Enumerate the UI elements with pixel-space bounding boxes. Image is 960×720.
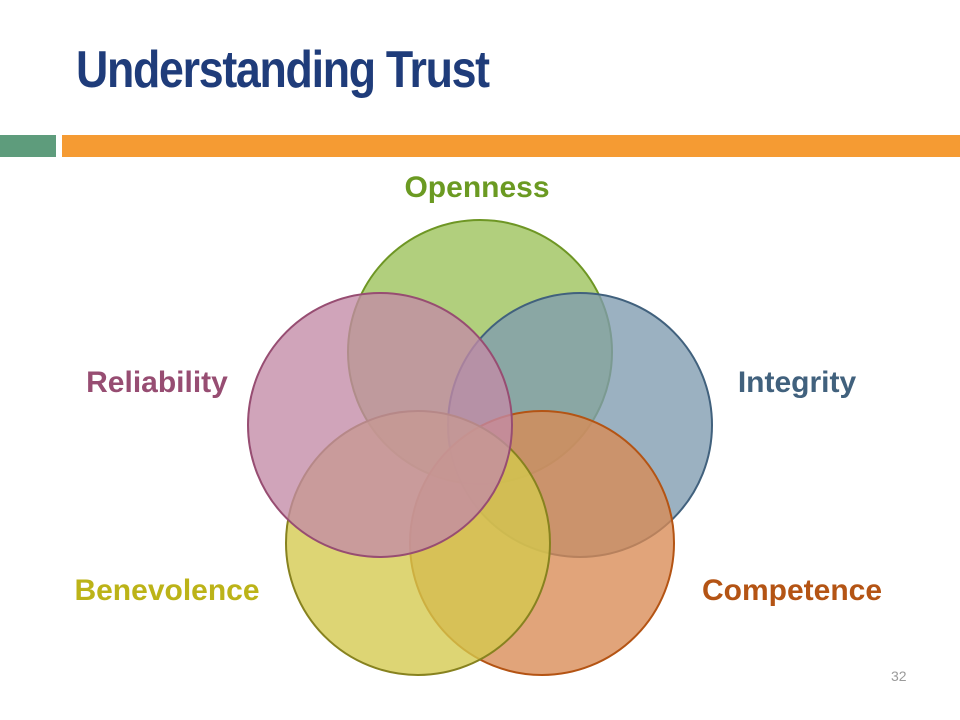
label-reliability: Reliability <box>86 366 228 399</box>
title-accent-bar-right <box>62 135 960 157</box>
label-competence: Competence <box>702 574 882 607</box>
page-number: 32 <box>891 668 907 684</box>
venn-circle-reliability <box>247 292 513 558</box>
slide-title: Understanding Trust <box>76 41 490 99</box>
title-accent-bar-left <box>0 135 56 157</box>
label-openness: Openness <box>404 171 549 204</box>
label-benevolence: Benevolence <box>74 574 259 607</box>
label-integrity: Integrity <box>738 366 857 399</box>
